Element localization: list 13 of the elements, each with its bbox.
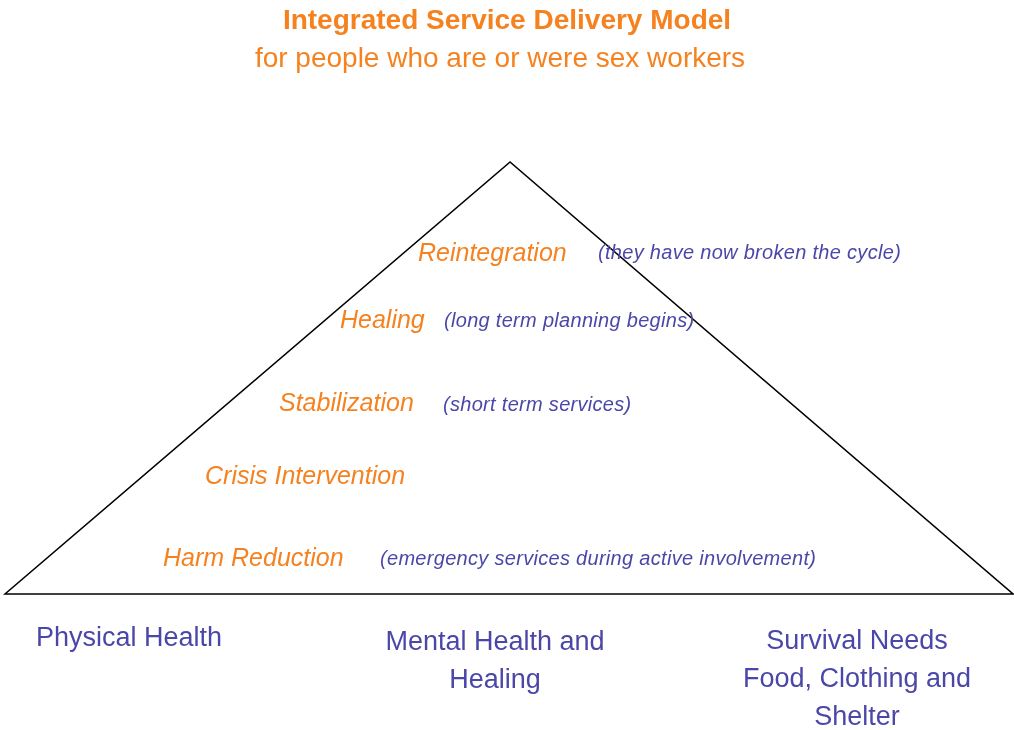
level-label: Harm Reduction xyxy=(163,542,344,572)
title: Integrated Service Delivery Model xyxy=(281,4,733,36)
level-label: Stabilization xyxy=(279,387,414,417)
level-label: Reintegration xyxy=(418,237,567,267)
level-note: (emergency services during active involvement) xyxy=(380,546,817,570)
level-label: Healing xyxy=(340,304,425,334)
level-label: Crisis Intervention xyxy=(205,460,406,490)
level-note: (long term planning begins) xyxy=(444,308,695,332)
area-label: Mental Health and Healing xyxy=(384,625,606,696)
level-note: (short term services) xyxy=(443,392,632,416)
subtitle: for people who are or were sex workers xyxy=(254,42,746,74)
area-label: Physical Health xyxy=(34,621,224,655)
area-label: Survival Needs Food, Clothing and Shelter xyxy=(741,624,973,730)
